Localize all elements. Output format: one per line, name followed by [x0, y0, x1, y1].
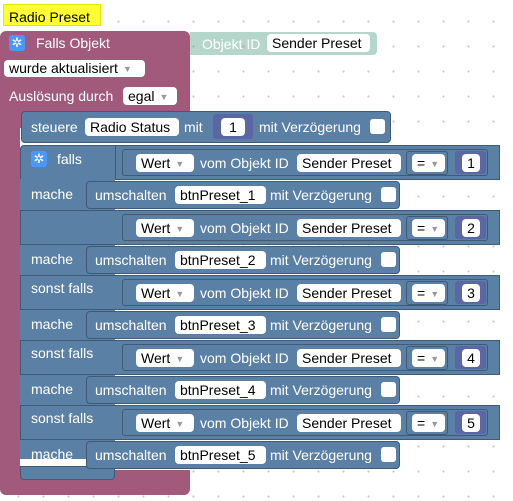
chevron-down-icon: ▼ — [430, 419, 440, 429]
number-value[interactable]: 1 — [462, 154, 480, 172]
falls-label: falls — [57, 151, 82, 167]
chevron-down-icon: ▼ — [175, 159, 185, 169]
delay-checkbox[interactable] — [381, 447, 396, 462]
operator-dropdown[interactable]: =▼ — [412, 414, 445, 432]
chevron-down-icon: ▼ — [175, 419, 185, 429]
if-block-bottom — [20, 466, 115, 480]
value-dropdown[interactable]: Wert▼ — [136, 154, 194, 172]
delay-checkbox[interactable] — [381, 317, 396, 332]
compare-object-label: vom Objekt ID — [200, 350, 289, 366]
compare-object-field[interactable]: Sender Preset — [297, 414, 401, 432]
compare-object-label: vom Objekt ID — [200, 285, 289, 301]
toggle-label: umschalten — [95, 447, 167, 463]
comment-label[interactable] — [3, 4, 101, 26]
value-dropdown[interactable]: Wert▼ — [136, 284, 194, 302]
control-number-value[interactable]: 1 — [221, 118, 245, 136]
compare-object-label: vom Objekt ID — [200, 155, 289, 171]
compare-object-label: vom Objekt ID — [200, 415, 289, 431]
compare-object-field[interactable]: Sender Preset — [297, 284, 401, 302]
toggle-delay-label: mit Verzögerung — [270, 252, 372, 268]
chevron-down-icon: ▼ — [430, 354, 440, 364]
toggle-delay-label: mit Verzögerung — [270, 447, 372, 463]
value-dropdown[interactable]: Wert▼ — [136, 219, 194, 237]
trigger-title: Falls Objekt — [36, 35, 110, 51]
toggle-delay-label: mit Verzögerung — [270, 317, 372, 333]
trigger-by-dropdown[interactable]: egal▼ — [123, 87, 177, 105]
delay-checkbox[interactable] — [381, 187, 396, 202]
toggle-label: umschalten — [95, 252, 167, 268]
sonst-falls-label: sonst falls — [31, 345, 94, 361]
sonst-falls-label: sonst falls — [31, 280, 94, 296]
operator-dropdown[interactable]: =▼ — [412, 219, 445, 237]
compare-object-label: vom Objekt ID — [200, 220, 289, 236]
mache-label: mache — [31, 446, 74, 462]
number-value[interactable]: 4 — [462, 349, 480, 367]
chevron-down-icon: ▼ — [175, 354, 185, 364]
object-id-value[interactable]: Sender Preset — [267, 34, 370, 52]
gear-icon[interactable]: ✲ — [31, 151, 47, 167]
mache-label: mache — [31, 186, 74, 202]
compare-object-field[interactable]: Sender Preset — [297, 219, 401, 237]
number-value[interactable]: 5 — [462, 414, 480, 432]
toggle-label: umschalten — [95, 317, 167, 333]
object-id-label: Objekt ID — [202, 36, 261, 52]
control-delay-label: mit Verzögerung — [259, 119, 361, 135]
trigger-by-label: Auslösung durch — [9, 88, 114, 104]
mache-label: mache — [31, 381, 74, 397]
mache-label: mache — [31, 251, 74, 267]
chevron-down-icon: ▼ — [430, 289, 440, 299]
toggle-delay-label: mit Verzögerung — [270, 382, 372, 398]
button-field[interactable]: btnPreset_1 — [175, 186, 266, 204]
toggle-label: umschalten — [95, 187, 167, 203]
mache-label: mache — [31, 316, 74, 332]
operator-dropdown[interactable]: =▼ — [412, 284, 445, 302]
chevron-down-icon: ▼ — [175, 289, 185, 299]
operator-dropdown[interactable]: =▼ — [412, 154, 445, 172]
sonst-falls-label: sonst falls — [31, 410, 94, 426]
number-value[interactable]: 3 — [462, 284, 480, 302]
button-field[interactable]: btnPreset_4 — [175, 381, 266, 399]
chevron-down-icon: ▼ — [175, 224, 185, 234]
delay-checkbox[interactable] — [381, 252, 396, 267]
comment-text: Radio Preset — [9, 9, 90, 25]
operator-dropdown[interactable]: =▼ — [412, 349, 445, 367]
control-target[interactable]: Radio Status — [85, 118, 179, 136]
button-field[interactable]: btnPreset_5 — [175, 446, 266, 464]
value-dropdown[interactable]: Wert▼ — [136, 414, 194, 432]
button-field[interactable]: btnPreset_3 — [175, 316, 266, 334]
compare-object-field[interactable]: Sender Preset — [297, 349, 401, 367]
toggle-delay-label: mit Verzögerung — [270, 187, 372, 203]
control-with-label: mit — [184, 119, 203, 135]
toggle-label: umschalten — [95, 382, 167, 398]
delay-checkbox[interactable] — [381, 382, 396, 397]
control-label: steuere — [31, 119, 78, 135]
control-block[interactable] — [21, 111, 391, 143]
event-dropdown[interactable]: wurde aktualisiert▼ — [4, 60, 145, 77]
trigger-block-spine — [0, 120, 20, 480]
button-field[interactable]: btnPreset_2 — [175, 251, 266, 269]
value-dropdown[interactable]: Wert▼ — [136, 349, 194, 367]
chevron-down-icon: ▼ — [430, 224, 440, 234]
compare-object-field[interactable]: Sender Preset — [297, 154, 401, 172]
chevron-down-icon: ▼ — [159, 92, 169, 102]
gear-icon[interactable]: ✲ — [9, 35, 25, 51]
delay-checkbox[interactable] — [370, 119, 385, 134]
number-value[interactable]: 2 — [462, 219, 480, 237]
chevron-down-icon: ▼ — [122, 64, 132, 74]
chevron-down-icon: ▼ — [430, 159, 440, 169]
